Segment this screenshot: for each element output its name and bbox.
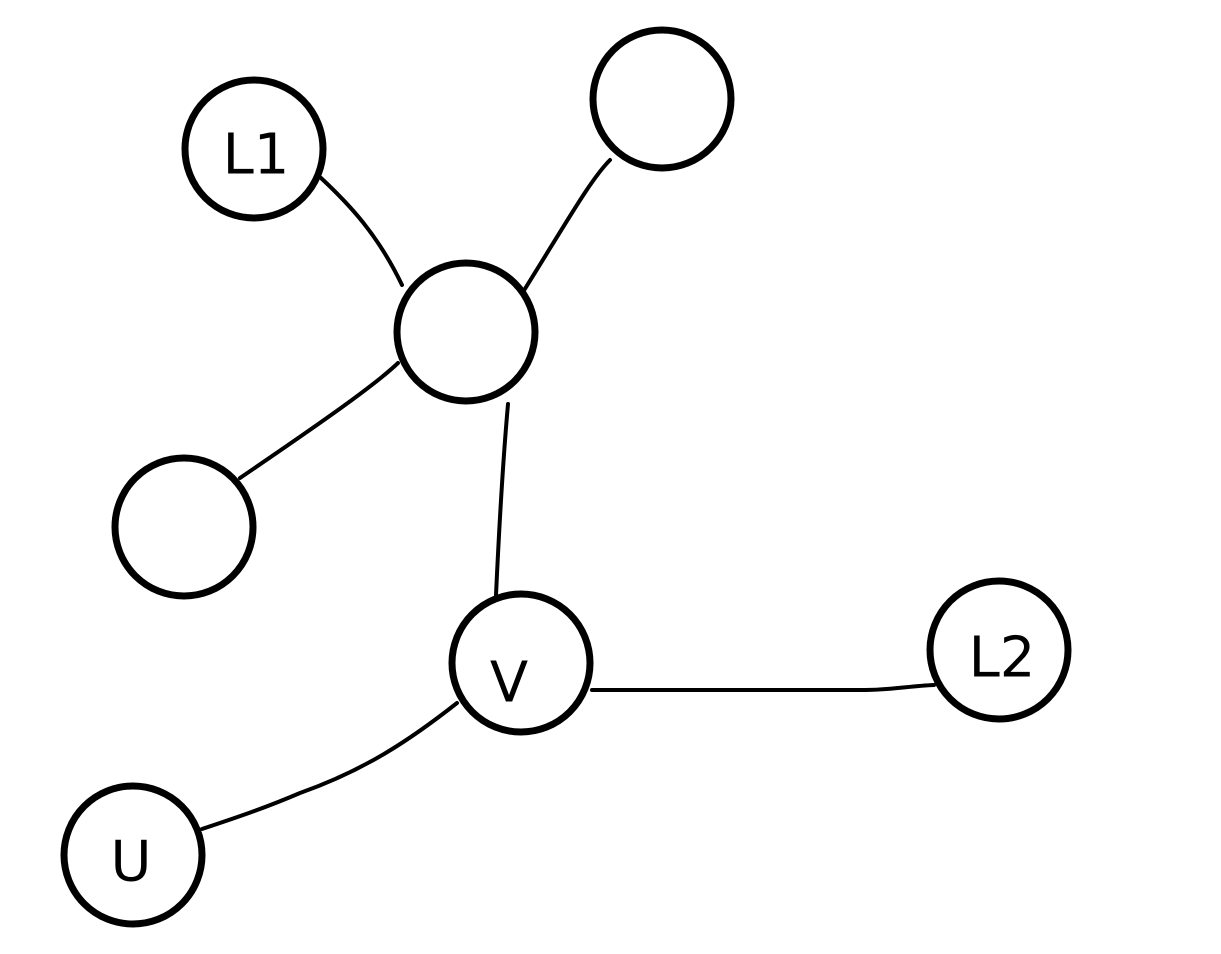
edge-top-right-center xyxy=(516,158,612,302)
node-l1-label: L1 xyxy=(223,123,290,188)
node-v-circle xyxy=(448,590,594,736)
node-center-circle xyxy=(393,259,539,405)
edge-v-u xyxy=(200,701,459,831)
edge-center-v xyxy=(494,402,510,597)
node-l1-circle xyxy=(181,76,327,222)
node-v: V xyxy=(448,590,594,736)
edges xyxy=(200,158,936,831)
node-l2-label: L2 xyxy=(969,626,1036,691)
node-u-label: U xyxy=(111,830,152,895)
node-l2: L2 xyxy=(926,577,1072,723)
node-top-right-circle xyxy=(589,26,735,172)
node-left xyxy=(111,454,257,600)
node-l1: L1 xyxy=(181,76,327,222)
node-center xyxy=(393,259,539,405)
node-v-label: V xyxy=(490,651,528,716)
edge-center-left xyxy=(238,361,400,480)
node-u: U xyxy=(60,782,206,928)
edge-l1-center xyxy=(319,176,404,287)
node-top-right xyxy=(589,26,735,172)
node-l2-circle xyxy=(926,577,1072,723)
node-left-circle xyxy=(111,454,257,600)
edge-v-l2 xyxy=(590,683,936,692)
node-u-circle xyxy=(60,782,206,928)
